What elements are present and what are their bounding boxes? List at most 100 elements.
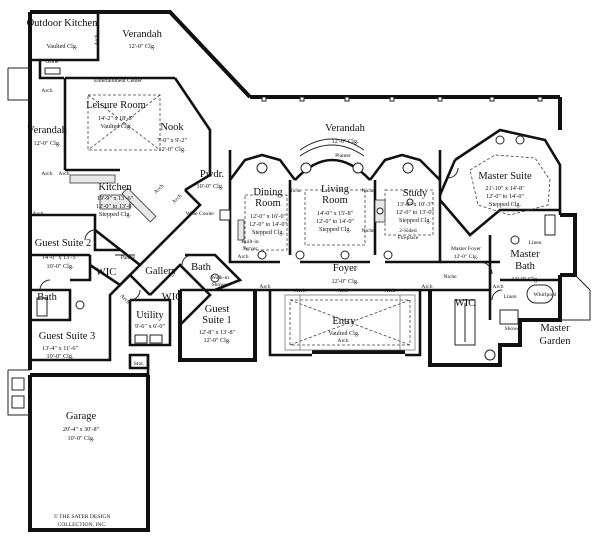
verandah-rear-label: Verandah <box>325 123 365 134</box>
leisure-room-clg: Vaulted Clg. <box>101 123 132 130</box>
arch-label: Arch <box>237 254 248 260</box>
arch-label: Arch <box>421 284 432 290</box>
arch-label: Arch <box>259 284 270 290</box>
arch-label: Arch <box>492 284 503 290</box>
living-clg: Stepped Clg. <box>319 226 351 233</box>
pwdr-clg: 10'-0" Clg. <box>196 183 223 190</box>
entertainment-label: Entertainment Center <box>94 78 142 84</box>
niche-foyer: Niche <box>443 274 457 280</box>
master-suite-label: Master Suite <box>478 171 532 182</box>
garage-dims: 20'-4" x 30'-8" <box>63 426 100 433</box>
verandah-top-label: Verandah <box>122 29 162 40</box>
dining-label-1: Dining <box>253 187 283 198</box>
living-dims-1: 14'-0" x 15'-8" <box>317 210 354 217</box>
shower-center-2: Shower <box>211 282 228 288</box>
arch-label: Arch <box>153 183 165 195</box>
guest-suite-2-dims: 14'-0" x 13'-5" <box>42 254 79 261</box>
guest-suite-1-label-2: Suite 1 <box>202 315 231 326</box>
guest-suite-2-label: Guest Suite 2 <box>35 238 92 249</box>
interior-walls <box>30 12 562 375</box>
built-in-label-2: Server <box>243 246 258 252</box>
guest-suite-1-dims: 12'-8" x 13'-8" <box>199 329 236 336</box>
built-in-label-1: Built-in <box>241 239 259 245</box>
bay-window-left <box>7 67 30 101</box>
dining-dims-2: 12'-0" to 14'-0" <box>249 221 287 228</box>
living-label-1: Living <box>321 184 350 195</box>
nook-clg: 12'-0" Clg. <box>158 146 185 153</box>
leisure-room-dims: 14'-2" x 18'-8" <box>98 115 135 122</box>
wine-cooler-label: Wine Cooler <box>186 211 215 217</box>
gallery-label: Gallery <box>145 266 177 277</box>
kitchen-dims-1: 19'-9" x 13'-6" <box>97 195 134 202</box>
pwdr-label: Pwdr. <box>200 169 224 180</box>
planter-label: Planter <box>335 153 351 159</box>
verandah-rear-clg: 12'-0" Clg. <box>331 138 358 145</box>
master-bath-clg: 12'-0" Clg. <box>511 276 538 283</box>
study-dims-2: 12'-0" to 13'-0" <box>396 209 434 216</box>
master-suite-dims-2: 12'-0" to 14'-0" <box>486 193 524 200</box>
verandah-posts <box>261 96 543 102</box>
two-sided-fireplace-1: 2-Sided <box>399 228 417 234</box>
niche-3: Niche <box>361 228 375 234</box>
garden-wall <box>560 274 591 321</box>
arch-label: Arch <box>32 211 43 217</box>
grille-label: Grille <box>45 59 59 65</box>
wic-left-label: WIC <box>96 267 116 278</box>
nook-label: Nook <box>160 122 184 133</box>
wic-right-label: WIC <box>455 298 475 309</box>
arch-label: Arch <box>294 288 305 294</box>
master-suite-dims-1: 21'-10" x 14'-8" <box>485 185 525 192</box>
dining-clg: Stepped Clg. <box>252 229 284 236</box>
garage-window-1 <box>11 377 25 391</box>
verandah-left-clg: 12'-0" Clg. <box>33 140 60 147</box>
guest-suite-1-label-1: Guest <box>205 304 230 315</box>
arch-label: Arch <box>171 193 183 205</box>
bath-center-label: Bath <box>191 262 212 273</box>
room-labels: Outdoor Kitchen Vaulted Clg. Grille Vera… <box>27 18 572 528</box>
guest-suite-3-clg: 10'-0" Clg. <box>46 353 73 360</box>
guest-suite-1-clg: 12'-0" Clg. <box>203 337 230 344</box>
whirlpool-label: Whirlpool <box>534 292 557 298</box>
pantry-label: Pantry <box>121 255 136 261</box>
entry-label: Entry <box>332 316 356 327</box>
master-suite-clg: Stepped Clg. <box>489 201 521 208</box>
linen-2: Linen <box>503 294 516 300</box>
kitchen-clg: Stepped Clg. <box>99 211 131 218</box>
foyer-label: Foyer <box>333 263 358 274</box>
guest-suite-3-dims: 13'-4" x 11'-6" <box>42 345 78 352</box>
arch-label: Arch <box>41 171 52 177</box>
master-foyer-label: Master Foyer <box>451 246 481 252</box>
fixtures <box>36 67 556 361</box>
stor-label: Stor. <box>134 361 145 367</box>
arch-label: Arch <box>337 288 348 294</box>
study-clg: Stepped Clg. <box>399 217 431 224</box>
master-garden-label-1: Master <box>540 323 570 334</box>
dining-label-2: Room <box>255 198 281 209</box>
linen-1: Linen <box>528 240 541 246</box>
living-bay <box>294 158 371 181</box>
master-foyer-clg: 12'-0" Clg. <box>454 254 479 260</box>
utility-label: Utility <box>136 310 164 321</box>
kitchen-label: Kitchen <box>98 182 132 193</box>
arch-label: Arch <box>384 288 395 294</box>
entry-clg: Vaulted Clg. <box>329 330 360 337</box>
ceiling-outlines <box>87 94 551 346</box>
shower-master: Shower <box>504 326 521 332</box>
verandah-left-label: Verandah <box>27 125 67 136</box>
door-swings <box>39 167 503 301</box>
arch-label: Arch <box>41 88 52 94</box>
arch-label: Arch <box>58 171 69 177</box>
garage-window-2 <box>11 395 25 409</box>
bath-left-label: Bath <box>37 292 58 303</box>
planter-arc <box>299 138 365 151</box>
master-garden-label-2: Garden <box>540 336 572 347</box>
utility-dims: 9'-6" x 6'-0" <box>135 323 165 330</box>
outdoor-kitchen-clg: Vaulted Clg. <box>47 43 78 50</box>
dining-dims-1: 12'-0" x 16'-0" <box>250 213 287 220</box>
nook-dims: 7'-0" x 9'-2" <box>157 137 187 144</box>
columns <box>256 135 525 260</box>
garage-clg: 10'-0" Clg. <box>67 435 94 442</box>
outdoor-kitchen-label-1: Outdoor Kitchen <box>27 18 99 29</box>
shower-center-1: Walk-in <box>211 275 229 281</box>
